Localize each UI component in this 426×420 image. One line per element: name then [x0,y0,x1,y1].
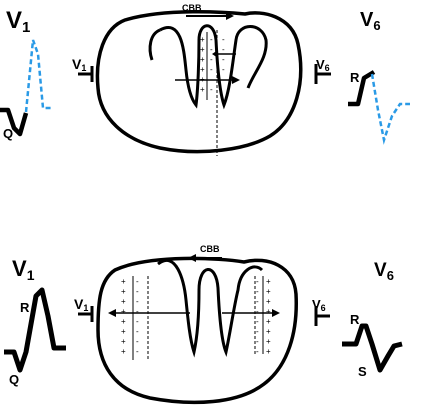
bottom-v6-electrode: V6 [312,297,330,326]
top-left-cavity-edge [148,28,161,61]
top-v6-electrode: V6 [314,57,331,84]
bottom-v1-r-label: R [20,300,30,315]
svg-text:-: - [136,297,139,306]
bottom-lead-v6-title: V6 [374,260,394,283]
svg-text:-: - [222,35,225,44]
svg-text:-: - [136,307,139,316]
svg-text:+: + [266,317,271,326]
svg-text:+: + [266,307,271,316]
top-v1-solid-deflection [0,107,29,137]
svg-text:+: + [266,287,271,296]
top-panel: V1 V6 Q V1 V6 +- +- [0,3,410,156]
top-v6-ecg-wave: R [348,70,410,145]
svg-text:-: - [256,317,259,326]
bottom-septum-cavities [157,259,264,358]
svg-text:+: + [200,65,205,74]
svg-text:-: - [256,307,259,316]
top-v6-r-label: R [350,70,360,85]
top-lead-v6-title: V6 [360,9,381,33]
svg-text:-: - [222,65,225,74]
top-v6-solid-deflection [348,70,376,107]
bottom-right-charge-marks: -+ -+ -+ -+ -+ -+ -+ -+ [256,277,271,356]
svg-text:-: - [256,297,259,306]
bottom-left-charge-marks: + - + - + - + - + - + - + - + - [121,277,139,356]
svg-text:-: - [136,327,139,336]
svg-text:-: - [136,317,139,326]
top-v1-electrode: V1 [72,56,94,82]
top-v1-dashed-wave [24,39,53,113]
svg-text:-: - [222,45,225,54]
svg-text:+: + [266,347,271,356]
svg-text:-: - [136,337,139,346]
svg-text:+: + [200,45,205,54]
svg-text:+: + [121,287,126,296]
svg-text:-: - [256,337,259,346]
svg-text:-: - [210,45,213,54]
bottom-v6-s-label: S [358,364,367,379]
top-v6-dashed-wave [370,73,410,145]
svg-text:-: - [256,347,259,356]
top-v6-electrode-label: V6 [316,57,330,73]
bottom-cbb-label: CBB [200,244,220,254]
top-cbb-label: CBB [182,3,202,13]
bottom-v1-electrode-label: V1 [74,296,88,313]
top-v1-ecg-wave: Q [0,39,53,141]
svg-text:-: - [256,327,259,336]
bottom-v6-electrode-label: V6 [312,297,326,313]
svg-text:+: + [121,327,126,336]
svg-text:+: + [266,277,271,286]
svg-text:-: - [136,287,139,296]
svg-text:+: + [121,297,126,306]
bottom-panel: V1 V6 R Q V1 V6 +- +- [4,244,403,405]
svg-text:-: - [222,55,225,64]
svg-text:+: + [266,297,271,306]
svg-text:+: + [121,277,126,286]
svg-text:-: - [256,287,259,296]
svg-text:+: + [200,85,205,94]
top-v1-electrode-label: V1 [72,56,86,73]
svg-text:+: + [200,55,205,64]
svg-text:-: - [210,65,213,74]
top-v1-q-label: Q [3,126,13,141]
bottom-lead-v1-title: V1 [12,256,35,283]
top-lead-v1-title: V1 [6,7,30,36]
svg-text:+: + [266,327,271,336]
bottom-v6-r-label: R [350,312,360,327]
svg-text:-: - [256,277,259,286]
top-septum-cavities [159,24,268,110]
svg-text:-: - [210,85,213,94]
bottom-v1-q-label: Q [9,372,19,387]
bottom-v1-ecg-wave: R Q [4,287,66,387]
svg-text:+: + [121,307,126,316]
svg-text:+: + [121,317,126,326]
bottom-v1-electrode: V1 [74,296,94,322]
svg-text:+: + [200,35,205,44]
svg-text:-: - [136,347,139,356]
svg-text:-: - [210,55,213,64]
svg-text:-: - [136,277,139,286]
svg-text:+: + [266,337,271,346]
svg-text:+: + [121,337,126,346]
svg-text:-: - [210,35,213,44]
bottom-v6-ecg-wave: R S [342,312,403,379]
svg-text:+: + [121,347,126,356]
